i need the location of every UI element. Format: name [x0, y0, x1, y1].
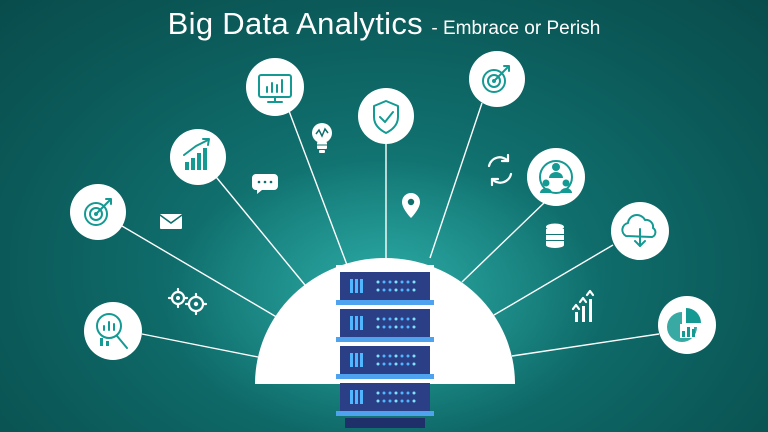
cloud-download-icon: [611, 202, 669, 260]
team-network-icon: [527, 148, 585, 206]
gears-icon: [167, 287, 208, 316]
bar-growth-icon: [571, 289, 595, 322]
refresh-icon: [487, 153, 513, 187]
chat-icon: [252, 174, 278, 194]
target-icon: [469, 51, 525, 107]
monitor-chart-icon: [246, 58, 304, 116]
shield-check-icon: [358, 88, 414, 144]
connector-lines: [121, 102, 660, 358]
pie-chart-icon: [658, 296, 716, 354]
location-pin-icon: [402, 193, 420, 218]
page-title: Big Data Analytics - Embrace or Perish: [0, 6, 768, 42]
lightbulb-icon: [312, 123, 332, 153]
server-unit: [336, 272, 434, 305]
target-icon: [70, 184, 126, 240]
title-main: Big Data Analytics: [167, 6, 423, 41]
mail-icon: [159, 214, 183, 229]
title-subtitle: - Embrace or Perish: [431, 18, 601, 39]
server-unit: [336, 346, 434, 379]
growth-chart-icon: [170, 129, 226, 185]
server-unit: [336, 309, 434, 342]
server-rack-icon: [336, 265, 434, 428]
analytics-search-icon: [84, 302, 142, 360]
server-unit: [336, 383, 434, 416]
database-icon: [546, 223, 564, 248]
